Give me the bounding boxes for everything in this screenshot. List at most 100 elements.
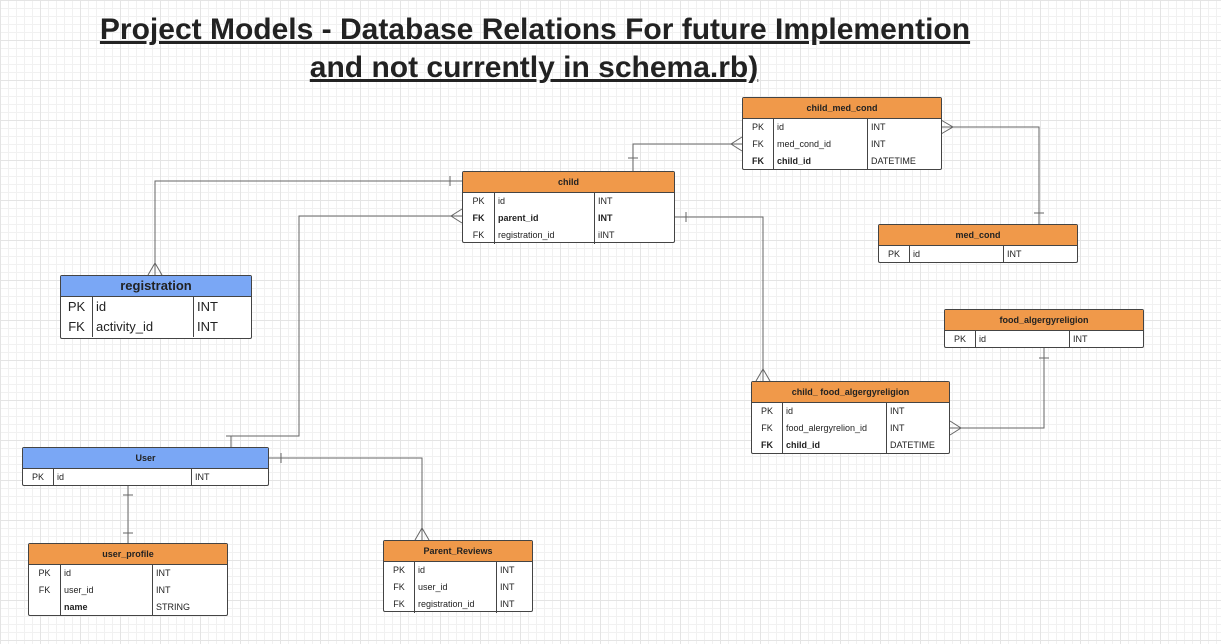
type-cell: INT [500,582,515,592]
diagram-title-line-1: Project Models - Database Relations For … [99,13,971,46]
table-row: FK med_cond_id INT [743,136,941,153]
type-cell: INT [500,565,515,575]
key-cell: PK [879,246,910,262]
crow-foot [949,420,962,436]
field-cell: registration_id [495,227,595,244]
field-cell: id [976,331,1070,347]
key-cell: FK [463,227,495,244]
entity-registration[interactable]: registration PK id INT FK activity_id IN… [60,275,252,339]
entity-user-profile[interactable]: user_profile PK id INT FK user_id INT na… [28,543,228,616]
table-row: PK id INT [945,331,1143,347]
key-cell: PK [945,331,976,347]
field-cell: activity_id [93,317,194,337]
table-row: FK registration_id iINT [463,227,674,244]
entity-title: food_algergyreligion [945,310,1143,331]
relationship-child-child-med-cond [632,143,742,171]
entity-parent-reviews[interactable]: Parent_Reviews PK id INT FK user_id INT … [383,540,533,613]
crow-foot [147,262,163,276]
table-row: FK parent_id INT [463,210,674,227]
entity-title: Parent_Reviews [384,541,532,562]
type-cell: INT [500,599,515,609]
relationship-food-child-food [950,348,1045,429]
entity-child-food-algergyreligion[interactable]: child_ food_algergyreligion PK id INT FK… [751,381,950,454]
table-row: PK id INT [463,193,674,210]
table-row: PK id INT [752,403,949,420]
crow-foot [940,119,954,135]
type-cell: INT [871,122,886,132]
type-cell: DATETIME [871,156,916,166]
table-row: PK id INT [29,565,227,582]
crow-foot [414,527,430,541]
crow-foot [450,208,463,224]
key-cell: PK [752,403,783,420]
key-cell: FK [384,579,415,596]
entity-child[interactable]: child PK id INT FK parent_id INT FK regi… [462,171,675,244]
key-cell: FK [29,582,61,599]
type-cell: INT [156,585,171,595]
diagram-title-line-2: and not currently in schema.rb) [309,51,759,84]
key-cell: FK [61,317,93,337]
type-cell: INT [871,139,886,149]
key-cell: FK [743,136,774,153]
field-cell: id [61,565,153,582]
key-cell: PK [463,193,495,210]
relationship-user-parent-reviews [269,457,423,540]
key-cell: FK [463,210,495,227]
entity-child-med-cond[interactable]: child_med_cond PK id INT FK med_cond_id … [742,97,942,170]
type-cell: INT [1007,249,1022,259]
type-cell: STRING [156,602,191,612]
entity-title: user_profile [29,544,227,565]
crow-foot [755,368,771,382]
relationship-user-child [230,215,462,447]
field-cell: id [910,246,1004,262]
relationship-med-cond-child-med-cond [941,126,1040,224]
table-row: FK child_id DATETIME [743,153,941,170]
field-cell: id [783,403,887,420]
table-row: name STRING [29,599,227,616]
table-row: FK registration_id INT [384,596,532,613]
field-cell: id [415,562,497,579]
entity-title: registration [61,276,251,297]
entity-title: med_cond [879,225,1077,246]
table-row: PK id INT [23,469,268,485]
crow-foot [730,136,743,152]
field-cell: child_id [783,437,887,454]
key-cell: PK [384,562,415,579]
table-row: PK id INT [384,562,532,579]
field-cell: registration_id [415,596,497,613]
field-cell: food_alergyrelion_id [783,420,887,437]
entity-title: child [463,172,674,193]
key-cell: PK [743,119,774,136]
key-cell: FK [743,153,774,170]
entity-food-algergyreligion[interactable]: food_algergyreligion PK id INT [944,309,1144,348]
field-cell: user_id [415,579,497,596]
type-cell: INT [890,423,905,433]
entity-title: child_ food_algergyreligion [752,382,949,403]
type-cell: INT [1073,334,1088,344]
field-cell: med_cond_id [774,136,868,153]
field-cell: id [93,297,194,317]
table-row: PK id INT [61,297,251,317]
type-cell: INT [598,213,613,223]
key-cell: FK [752,420,783,437]
entity-title: User [23,448,268,469]
entity-med-cond[interactable]: med_cond PK id INT [878,224,1078,263]
type-cell: INT [195,472,210,482]
key-cell: FK [384,596,415,613]
entity-user[interactable]: User PK id INT [22,447,269,486]
field-cell: id [54,469,192,485]
field-cell: parent_id [495,210,595,227]
type-cell: iINT [598,230,615,240]
type-cell: INT [890,406,905,416]
type-cell: INT [598,196,613,206]
key-cell [29,599,61,616]
key-cell: PK [23,469,54,485]
table-row: FK user_id INT [384,579,532,596]
table-row: FK food_alergyrelion_id INT [752,420,949,437]
type-cell: DATETIME [890,440,935,450]
type-cell: INT [156,568,171,578]
type-cell: INT [197,319,218,334]
field-cell: child_id [774,153,868,170]
table-row: FK activity_id INT [61,317,251,337]
